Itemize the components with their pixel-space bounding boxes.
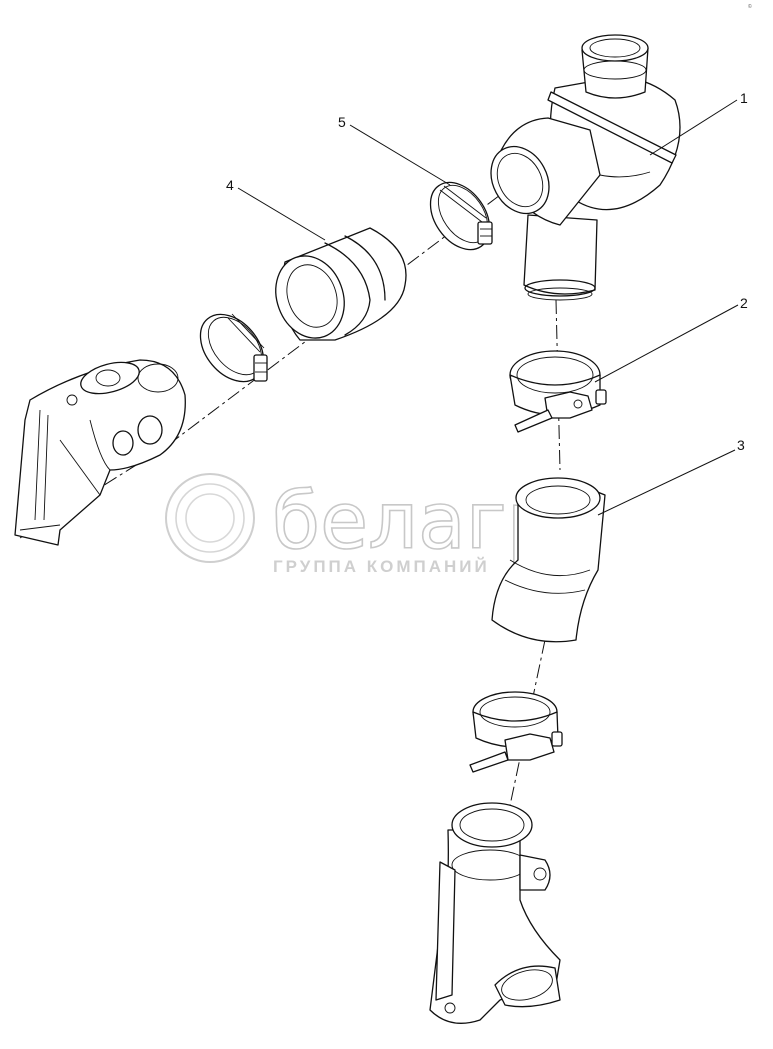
part-4-hose	[275, 227, 407, 341]
hose-clamp-left	[199, 313, 268, 383]
part-2-t-bolt-clamp	[509, 350, 607, 433]
callout-1: 1	[740, 90, 748, 106]
left-bracket-housing	[14, 359, 186, 546]
callout-5: 5	[338, 114, 346, 130]
part-1-thermostat-housing	[490, 34, 681, 301]
callouts: 1 2 3 4 5	[226, 90, 748, 516]
corner-mark: ©	[748, 3, 752, 10]
callout-3: 3	[737, 437, 745, 453]
part-5-hose-clamp	[429, 181, 493, 251]
t-bolt-clamp-lower	[469, 691, 563, 773]
callout-2: 2	[740, 295, 748, 311]
watermark-subtitle: ГРУППА КОМПАНИЙ	[273, 557, 490, 576]
bottom-inlet-pipe	[429, 802, 561, 1024]
callout-4: 4	[226, 177, 234, 193]
part-3-elbow-hose	[491, 477, 606, 643]
